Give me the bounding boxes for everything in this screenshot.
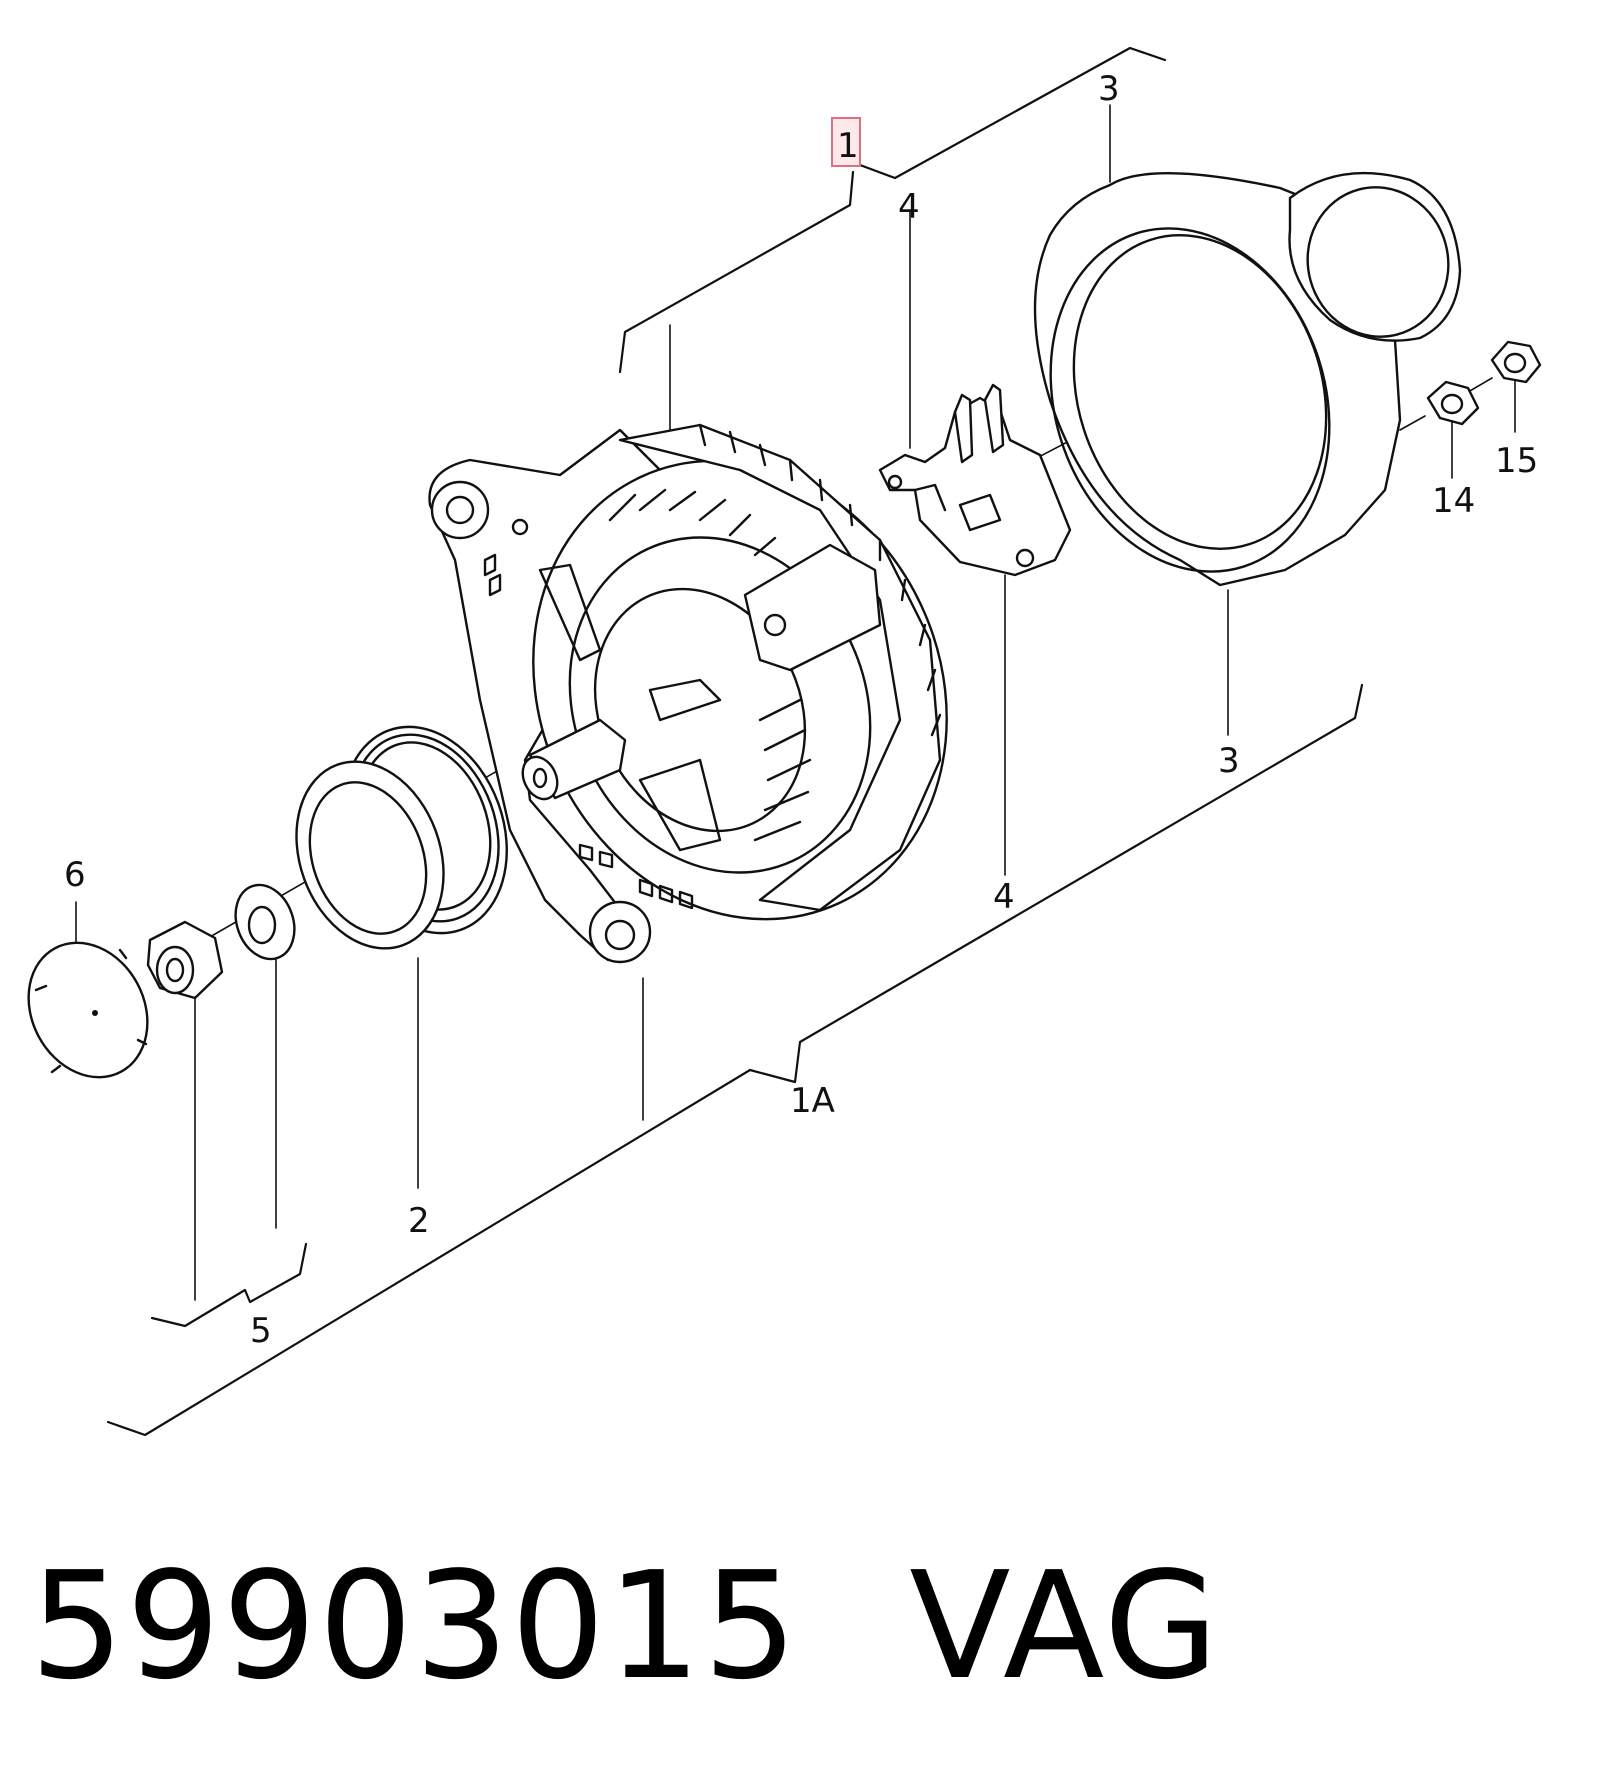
callout-15[interactable]: 15 xyxy=(1495,441,1538,481)
part-5-nut xyxy=(146,920,224,1000)
callout-3-bottom[interactable]: 3 xyxy=(1218,741,1240,781)
callout-2[interactable]: 2 xyxy=(408,1201,430,1241)
assembly-bracket-1a xyxy=(106,683,1364,1437)
assembly-bracket-5 xyxy=(150,1242,308,1328)
callout-3-top[interactable]: 3 xyxy=(1098,69,1120,109)
assembly-bracket-1 xyxy=(618,46,1167,374)
part-info-footer: 59903015 VAG xyxy=(30,1540,1220,1712)
part-14-nut xyxy=(1426,380,1480,426)
part-1a-alternator xyxy=(428,423,948,964)
callout-4-top[interactable]: 4 xyxy=(898,187,920,227)
brand-name: VAG xyxy=(909,1540,1221,1712)
part-2-pulley xyxy=(295,725,508,950)
part-5-washer xyxy=(234,883,296,961)
callout-1[interactable]: 1 xyxy=(837,126,859,166)
callout-1a[interactable]: 1A xyxy=(790,1081,835,1121)
part-4-regulator xyxy=(878,383,1072,577)
callout-6[interactable]: 6 xyxy=(64,855,86,895)
part-15-nut xyxy=(1490,340,1542,384)
part-number: 59903015 xyxy=(30,1540,800,1712)
callout-1-highlight xyxy=(831,117,861,167)
callout-5[interactable]: 5 xyxy=(250,1311,272,1351)
part-6-cap xyxy=(27,941,149,1079)
part-3-cover xyxy=(1033,171,1462,587)
callout-4-bottom[interactable]: 4 xyxy=(993,877,1015,917)
callout-14[interactable]: 14 xyxy=(1432,481,1475,521)
